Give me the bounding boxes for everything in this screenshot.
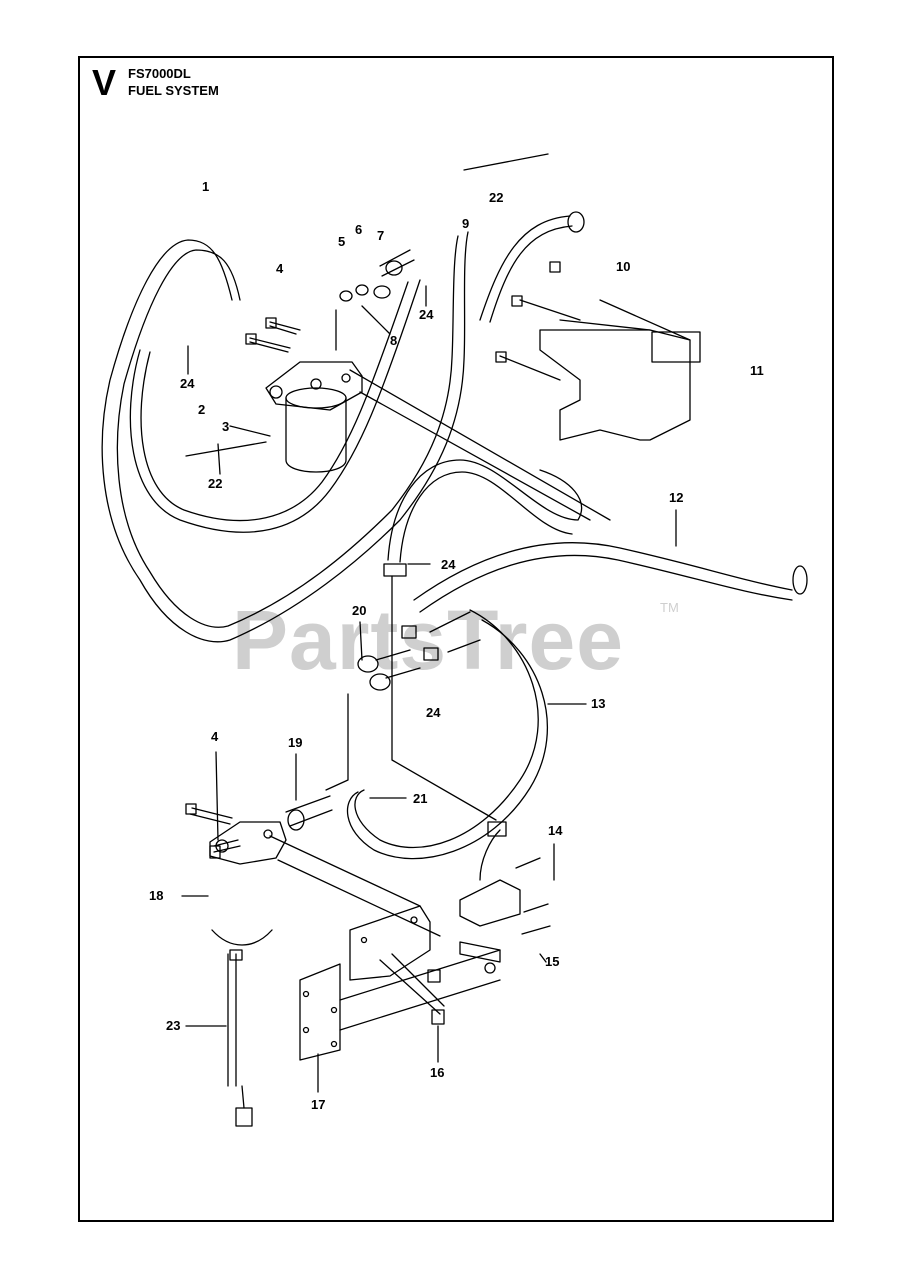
filter-head-2 — [265, 361, 363, 411]
callout-9: 9 — [462, 216, 470, 231]
callout-24: 24 — [441, 557, 456, 572]
callout-24: 24 — [180, 376, 195, 391]
section-letter: V — [92, 62, 117, 103]
callout-19: 19 — [288, 735, 303, 750]
callout-3: 3 — [222, 419, 230, 434]
callout-1: 1 — [202, 179, 210, 194]
fuel-pump — [459, 879, 521, 927]
callout-2: 2 — [198, 402, 206, 417]
callout-4: 4 — [211, 729, 219, 744]
sender-23 — [235, 1107, 253, 1127]
filter-head-18 — [209, 821, 287, 865]
callout-11: 11 — [750, 363, 764, 378]
fuel-hose-1 — [101, 231, 469, 643]
callout-17: 17 — [311, 1097, 326, 1112]
diagram-frame — [78, 56, 834, 1222]
hose-12 — [413, 542, 793, 601]
watermark: PartsTree — [232, 593, 624, 687]
callout-13: 13 — [591, 696, 606, 711]
fuel-filter-3 — [285, 397, 347, 473]
callout-16: 16 — [430, 1065, 445, 1080]
callout-22: 22 — [208, 476, 223, 491]
callout-5: 5 — [338, 234, 346, 249]
callout-21: 21 — [413, 791, 428, 806]
callout-10: 10 — [616, 259, 631, 274]
callout-18: 18 — [149, 888, 164, 903]
callout-20: 20 — [352, 603, 367, 618]
bracket-11 — [539, 329, 691, 441]
callout-7: 7 — [377, 228, 385, 243]
plate-17 — [299, 963, 341, 1061]
diagram-title: FUEL SYSTEM — [128, 83, 219, 98]
model-number: FS7000DL — [128, 66, 191, 81]
callout-12: 12 — [669, 490, 684, 505]
callout-22: 22 — [489, 190, 504, 205]
hose-13 — [354, 609, 539, 848]
callout-24: 24 — [426, 705, 441, 720]
watermark-trademark: TM — [660, 600, 679, 615]
callout-15: 15 — [545, 954, 560, 969]
callout-4: 4 — [276, 261, 284, 276]
callout-24: 24 — [419, 307, 434, 322]
callout-23: 23 — [166, 1018, 181, 1033]
callout-6: 6 — [355, 222, 363, 237]
callout-8: 8 — [390, 333, 398, 348]
callout-14: 14 — [548, 823, 563, 838]
